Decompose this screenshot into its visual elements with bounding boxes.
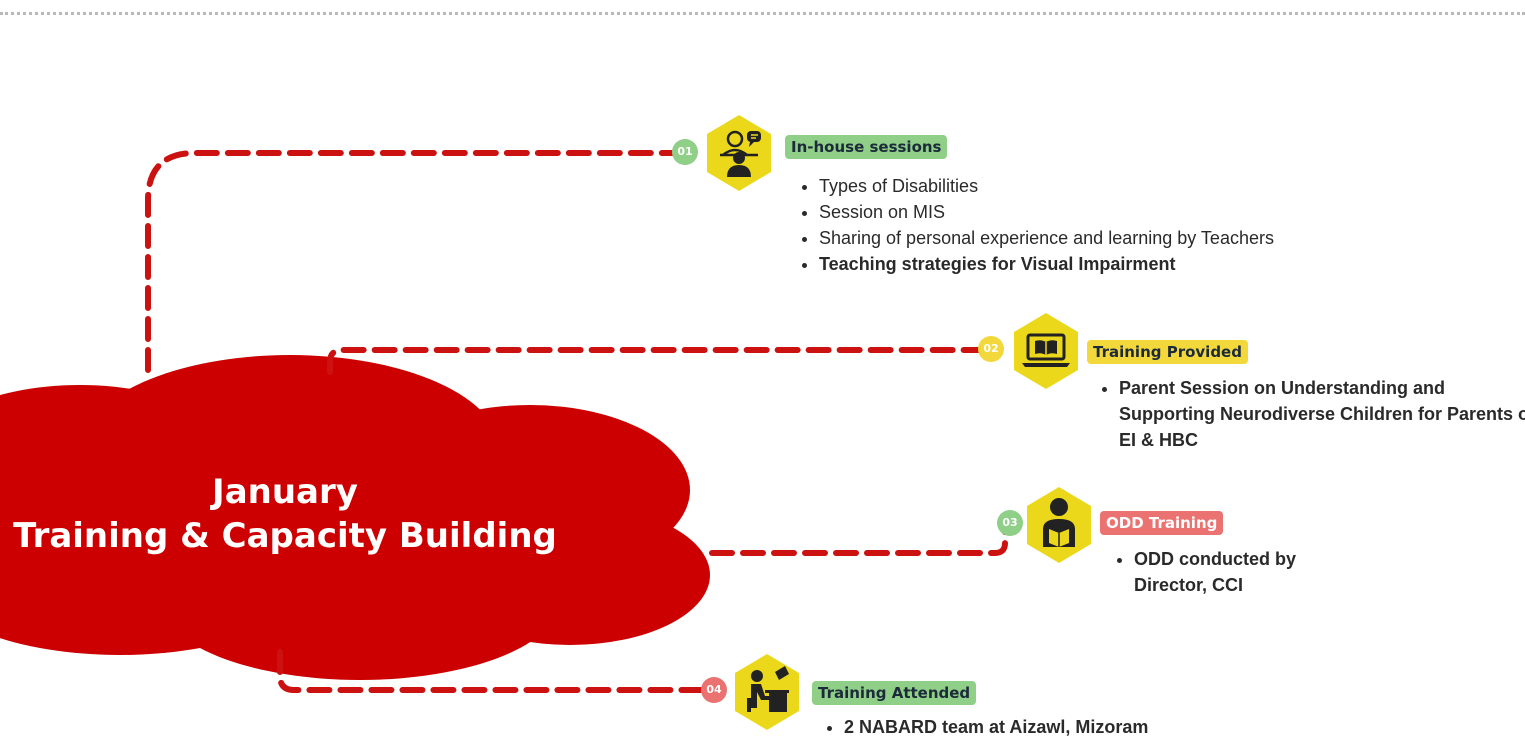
bullet-list: ODD conducted by Director, CCI — [1112, 546, 1364, 598]
item-label: Training Provided — [1087, 340, 1248, 364]
bullet-list: Types of Disabilities Session on MIS Sha… — [797, 173, 1274, 277]
list-item: Parent Session on Understanding and Supp… — [1119, 375, 1525, 453]
title-month: January — [212, 472, 358, 512]
connector-01 — [145, 150, 679, 373]
connector-04 — [277, 649, 707, 693]
laptop-book-icon — [1014, 313, 1078, 389]
bullet-list: Parent Session on Understanding and Supp… — [1097, 375, 1525, 453]
bullet-list: 2 NABARD team at Aizawl, Mizoram — [822, 714, 1148, 740]
item-label: In-house sessions — [785, 135, 948, 159]
connector-03 — [709, 519, 1008, 556]
connector-02 — [327, 347, 985, 375]
item-number-badge: 02 — [978, 336, 1004, 362]
item-number-badge: 01 — [672, 139, 698, 165]
list-item: Teaching strategies for Visual Impairmen… — [819, 251, 1274, 277]
list-item: ODD conducted by Director, CCI — [1134, 546, 1364, 598]
person-at-desk-icon — [735, 654, 799, 730]
item-label: Training Attended — [812, 681, 977, 705]
list-item: 2 NABARD team at Aizawl, Mizoram — [844, 714, 1148, 740]
list-item: Sharing of personal experience and learn… — [819, 225, 1274, 251]
teacher-desk-icon — [707, 115, 771, 191]
diagram-title: January Training & Capacity Building — [0, 470, 570, 558]
list-item: Session on MIS — [819, 199, 1274, 225]
cloud-shape — [0, 355, 710, 680]
dotted-divider — [0, 12, 1525, 15]
item-number-badge: 03 — [997, 510, 1023, 536]
reader-icon — [1027, 487, 1091, 563]
title-subject: Training & Capacity Building — [13, 516, 557, 556]
item-number-badge: 04 — [701, 677, 727, 703]
item-label: ODD Training — [1100, 511, 1224, 535]
list-item: Types of Disabilities — [819, 173, 1274, 199]
